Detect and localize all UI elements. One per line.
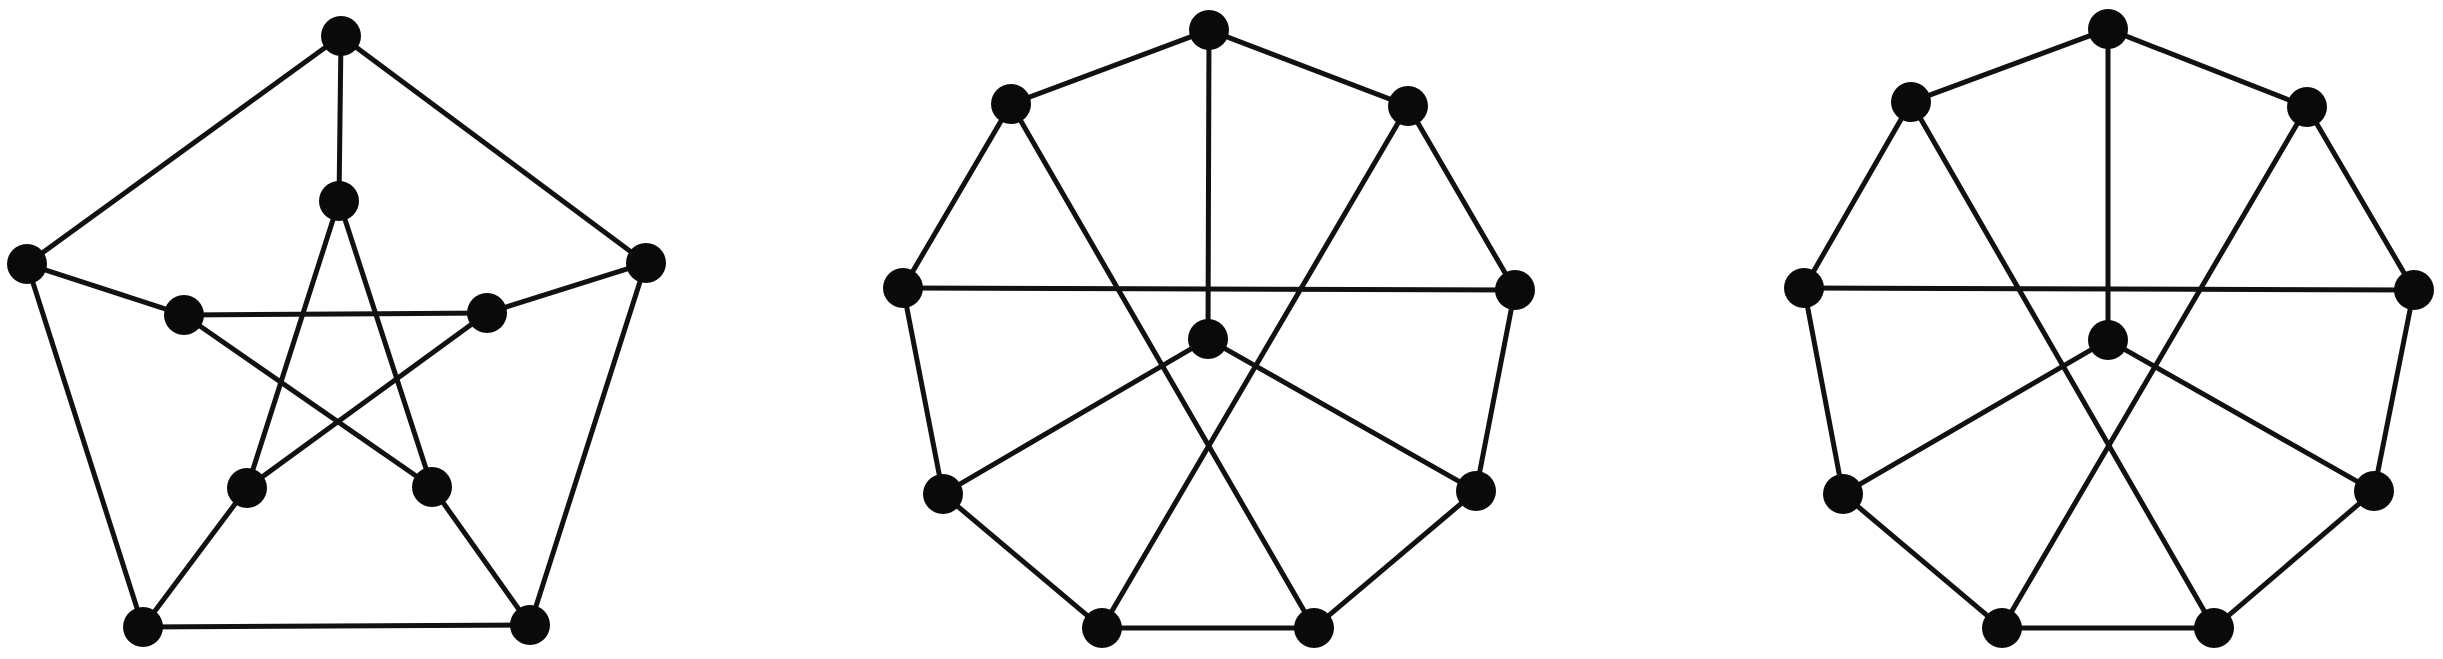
graph-edge-r8-r0 [1908,26,2111,105]
graph-edge-r6-r7 [1801,285,1846,497]
graph-vertex-o2 [123,607,163,647]
graph-edge-r3-r4 [2211,488,2377,631]
graph-vertex-c [2088,320,2128,360]
graph-vertex-i2 [227,468,267,508]
graph-vertex-i0 [319,181,359,221]
graph-vertex-o0 [321,16,361,56]
graph-edge-i2-i4 [244,310,490,491]
graph-vertex-r7 [1784,268,1824,308]
graph-edge-i3-i0 [336,198,435,490]
graph-vertex-r1 [2287,87,2327,127]
graph-vertex-r6 [1823,474,1863,514]
graph-edge-i4-i1 [181,310,490,318]
graph-vertex-i4 [467,293,507,333]
graph-edge-r7-r8 [900,101,1014,291]
graph-edge-r0-r1 [1206,27,1411,109]
graph-vertex-r4 [2194,608,2234,648]
graph-edge-r1-r2 [1405,103,1518,293]
graph-edge-o2-o3 [140,622,533,630]
graph-edge-o0-i0 [336,33,344,204]
graph-edge-r0-r1 [2105,26,2310,110]
graph-edge-c-r6 [1840,337,2111,497]
graph-edge-c-r6 [940,336,1211,497]
graph-vertex-r2 [1495,270,1535,310]
graph-vertex-c [1188,319,1228,359]
graph-edge-o0-o1 [24,33,344,267]
graph-vertex-r5 [1982,608,2022,648]
graph-edge-i0-i2 [244,198,342,491]
graph-vertex-r6 [923,474,963,514]
graph-edge-i1-i3 [181,312,435,490]
graph-edge-r6-r7 [900,285,946,497]
graph-vertex-r3 [2354,471,2394,511]
graph-edge-r3-r4 [1311,488,1479,631]
graph-nonagon-star-drawing [883,10,1535,648]
graph-edge-r7-r8 [1801,99,1914,291]
graph-vertex-r8 [991,84,1031,124]
graph-edge-c-r3 [2105,337,2377,494]
graph-edge-o2-i2 [140,485,250,630]
graph-edge-c-r0 [1205,27,1212,342]
graph-vertex-o1 [7,244,47,284]
graph-vertex-r0 [2088,9,2128,49]
graph-edge-o1-o2 [24,261,146,630]
graph-vertex-r8 [1891,82,1931,122]
graph-vertex-r0 [1189,10,1229,50]
graph-vertex-o3 [510,605,550,645]
graph-edge-c-r3 [1205,336,1479,494]
graph-pentagram-drawing [7,16,666,647]
graph-vertex-i3 [412,467,452,507]
graph-vertex-r7 [883,268,923,308]
graph-edge-o1-i1 [24,261,187,318]
graph-edge-o4-o0 [338,33,649,266]
graph-edge-r8-r0 [1008,27,1212,107]
graph-vertex-o4 [626,243,666,283]
graph-edge-r1-r2 [2304,104,2417,293]
graph-edge-r5-r6 [1840,491,2005,631]
graph-vertex-r1 [1388,86,1428,126]
graph-edge-o3-o4 [527,260,649,628]
graph-edge-o4-i4 [484,260,649,316]
graph-vertex-i1 [164,295,204,335]
graph-vertex-r5 [1082,608,1122,648]
graph-vertex-r3 [1456,471,1496,511]
graph-vertex-r2 [2394,270,2434,310]
graph-edge-r2-r3 [2371,287,2417,494]
graph-edge-o3-i3 [429,484,533,628]
graph-nonagon-parallel-drawing [1784,9,2434,648]
graph-vertex-r4 [1294,608,1334,648]
graph-edge-r5-r6 [940,491,1105,631]
graph-edge-r2-r3 [1473,287,1518,494]
